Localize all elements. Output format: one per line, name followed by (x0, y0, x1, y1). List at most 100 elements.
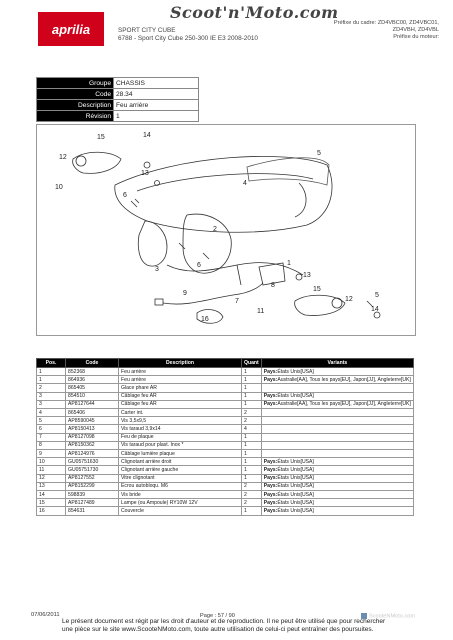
info-key: Groupe (36, 77, 114, 89)
part-quantity: 1 (241, 465, 262, 475)
info-value: Feu arrière (113, 99, 199, 111)
frame-prefix-line1: Préfixe du cadre: ZD4VBC00, ZD4VBC01, (333, 20, 439, 26)
inner-cover-small (137, 220, 168, 267)
variant-label: Pays: (263, 393, 278, 400)
part-description: Clignotant arrière droit (118, 457, 242, 467)
info-value: 1 (113, 110, 199, 122)
callout-label: 8 (271, 282, 275, 289)
part-quantity: 1 (241, 457, 262, 467)
part-quantity: 4 (241, 424, 262, 434)
part-description: Vis bride (118, 490, 242, 500)
part-variants (260, 432, 415, 442)
model-name: SPORT CITY CUBE (118, 27, 176, 34)
callout-label: 5 (317, 150, 321, 157)
wiring-harness (166, 262, 304, 276)
indicator-right (294, 294, 346, 316)
callout-label: 7 (235, 298, 239, 305)
callout-label: 6 (123, 192, 127, 199)
part-position: 12 (36, 473, 66, 483)
part-quantity: 1 (241, 432, 262, 442)
footer-brand: ScooteNMoto.com (361, 613, 415, 619)
part-variants: Pays:États Unis[USA] (260, 506, 415, 516)
part-code: GU05751630 (65, 457, 119, 467)
part-variants: Pays:Australie[AA], Tous les pays[EU], J… (260, 399, 415, 410)
part-description: Vis 3,5x9,5 (118, 416, 242, 426)
part-position: 6 (36, 424, 66, 434)
parts-table: Pos. Code Description Quant Variants 1 85… (36, 358, 415, 516)
part-code: 865405 (65, 383, 119, 393)
part-position: 1 (36, 375, 66, 385)
variant-label: Pays: (263, 499, 278, 506)
part-position: 1 (36, 366, 66, 377)
part-position: 2 (36, 383, 66, 393)
variant-label: Pays: (263, 475, 278, 482)
variant-countries: États Unis[USA] (277, 368, 314, 375)
part-quantity: 2 (241, 408, 262, 418)
part-variants: Pays:États Unis[USA] (260, 457, 415, 467)
rear-light-housing (114, 156, 333, 233)
info-row-revision: Révision 1 (36, 110, 199, 122)
callout-label: 12 (345, 296, 353, 303)
part-position: 9 (36, 449, 66, 459)
part-code: 854631 (65, 506, 119, 516)
part-code: 854510 (65, 391, 119, 401)
part-variants: Pays:États Unis[USA] (260, 391, 415, 401)
col-code: Code (65, 358, 119, 368)
part-position: 4 (36, 408, 66, 418)
part-description: Câblage feu AR (118, 399, 242, 410)
part-position: 13 (36, 481, 66, 492)
info-row-description: Description Feu arrière (36, 99, 199, 111)
part-description: Couvercle (118, 506, 242, 516)
callout-label: 6 (197, 262, 201, 269)
site-logo[interactable]: Scoot'n'Moto.com (170, 3, 339, 22)
parts-table-header: Pos. Code Description Quant Variants (36, 358, 415, 368)
part-description: Vitre clignotant (118, 473, 242, 483)
part-position: 14 (36, 490, 66, 500)
col-quantity: Quant (241, 358, 262, 368)
plate-light-cable (162, 282, 264, 305)
motor-prefix: Préfixe du moteur: (393, 34, 439, 40)
part-code: AP8127489 (65, 498, 119, 508)
part-description: Vis taraud 3,9x14 (118, 424, 242, 434)
part-code: AP8152299 (65, 481, 119, 492)
part-quantity: 2 (241, 481, 262, 492)
indicator-lens-right (331, 297, 343, 309)
callout-label: 15 (97, 134, 105, 141)
col-variants: Variants (260, 358, 415, 368)
part-position: 16 (36, 506, 66, 516)
part-variants (260, 408, 415, 418)
part-variants (260, 424, 415, 434)
group-info-table: Groupe CHASSIS Code 28.34 Description Fe… (36, 77, 199, 122)
part-quantity: 2 (241, 498, 262, 508)
callout-label: 14 (143, 132, 151, 139)
part-position: 3 (36, 399, 66, 410)
part-variants (260, 449, 415, 459)
part-description: Câblage lumière plaque (118, 449, 242, 459)
part-variants (260, 383, 415, 393)
callout-label: 13 (303, 272, 311, 279)
footer-brand-text: ScooteNMoto.com (369, 613, 416, 620)
info-key: Révision (36, 110, 114, 122)
variant-label: Pays: (263, 483, 278, 490)
frame-info: Préfixe du cadre: ZD4VBC00, ZD4VBC01, ZD… (334, 20, 439, 41)
callout-label: 11 (257, 308, 264, 315)
part-quantity: 1 (241, 375, 262, 385)
part-quantity: 1 (241, 473, 262, 483)
variant-countries: États Unis[USA] (277, 507, 314, 514)
indicator-left (72, 151, 122, 174)
part-position: 5 (36, 416, 66, 426)
part-code: GU05751730 (65, 465, 119, 475)
variant-countries: États Unis[USA] (277, 475, 314, 482)
brand-square-icon (361, 613, 367, 619)
callout-label: 9 (183, 290, 187, 297)
part-code: 864936 (65, 375, 119, 385)
info-row-code: Code 28.34 (36, 88, 199, 100)
